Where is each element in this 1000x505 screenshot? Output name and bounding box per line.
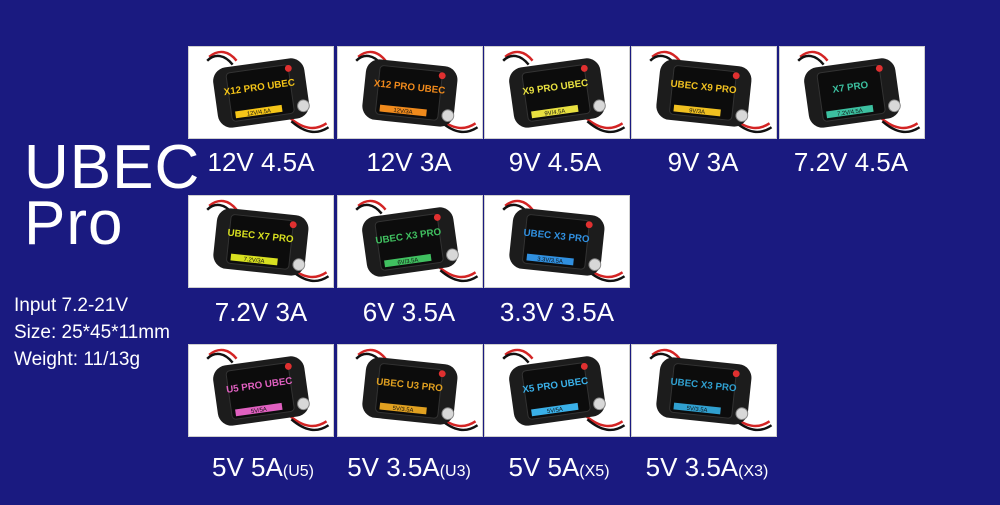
specs-block: Input 7.2-21V Size: 25*45*11mm Weight: 1… xyxy=(14,292,170,373)
product-label-main: 7.2V 4.5A xyxy=(793,147,909,177)
module-spec-text: 3.3V/3.5A xyxy=(537,257,563,266)
module-spec-text: 5V/5A xyxy=(251,407,268,415)
module-badge-text: X7 PRO xyxy=(832,80,869,96)
module-spec-text: 7.2V/4.5A xyxy=(837,108,863,118)
product-label-main: 5V 3.5A xyxy=(347,452,440,482)
product-label: 5V 5A(U5) xyxy=(188,452,338,487)
spec-input: Input 7.2-21V xyxy=(14,295,129,316)
module-spec-text: 5V/3.5A xyxy=(686,406,707,414)
product-label: 12V 3A xyxy=(334,147,484,177)
page-title: UBEC Pro xyxy=(24,133,201,258)
product-label: 6V 3.5A xyxy=(334,297,484,327)
module-spec-text: 5V/3.5A xyxy=(392,406,413,414)
product-label: 7.2V 4.5A xyxy=(776,147,926,177)
product-label-main: 3.3V 3.5A xyxy=(499,297,615,327)
module-spec-text: 12V/3A xyxy=(393,108,413,116)
product-label: 12V 4.5A xyxy=(186,147,336,177)
product-label-suffix: (U3) xyxy=(439,463,471,480)
product-label: 5V 3.5A(X3) xyxy=(632,452,782,487)
spec-size: Size: 25*45*11mm xyxy=(14,322,170,343)
module-spec-text: 6V/3.5A xyxy=(397,258,419,267)
product-label: 3.3V 3.5A xyxy=(482,297,632,327)
product-label-main: 5V 5A xyxy=(508,452,580,482)
product-label-main: 12V 4.5A xyxy=(207,147,315,177)
product-label: 5V 3.5A(U3) xyxy=(334,452,484,487)
product-label-suffix: (X5) xyxy=(579,463,610,480)
product-label-main: 5V 5A xyxy=(212,452,283,482)
title-line-1: UBEC xyxy=(24,133,201,202)
module-spec-text: 9V/4.5A xyxy=(544,109,566,118)
spec-weight: Weight: 11/13g xyxy=(14,349,141,370)
module-spec-text: 12V/4.5A xyxy=(247,108,272,117)
product-label: 9V 3A xyxy=(628,147,778,177)
module-spec-text: 5V/5A xyxy=(547,407,564,415)
product-label-main: 7.2V 3A xyxy=(214,297,308,327)
product-card: X7 PRO 7.2V/4.5A xyxy=(779,46,925,139)
product-label-main: 9V 3A xyxy=(667,147,739,177)
product-label-suffix: (U5) xyxy=(282,463,314,480)
product-label-main: 12V 3A xyxy=(366,147,452,177)
product-label: 7.2V 3A xyxy=(186,297,336,327)
module-spec-text: 7.2V/3A xyxy=(243,257,264,265)
title-line-2: Pro xyxy=(24,189,124,258)
product-label-main: 9V 4.5A xyxy=(508,147,602,177)
product-label: 5V 5A(X5) xyxy=(484,452,634,487)
module-spec-text: 9V/3A xyxy=(689,108,706,116)
ubec-module-image: X7 PRO 7.2V/4.5A xyxy=(780,47,924,138)
product-label: 9V 4.5A xyxy=(480,147,630,177)
product-label-main: 5V 3.5A xyxy=(645,452,739,482)
product-label-main: 6V 3.5A xyxy=(362,297,456,327)
product-label-suffix: (X3) xyxy=(738,463,769,480)
